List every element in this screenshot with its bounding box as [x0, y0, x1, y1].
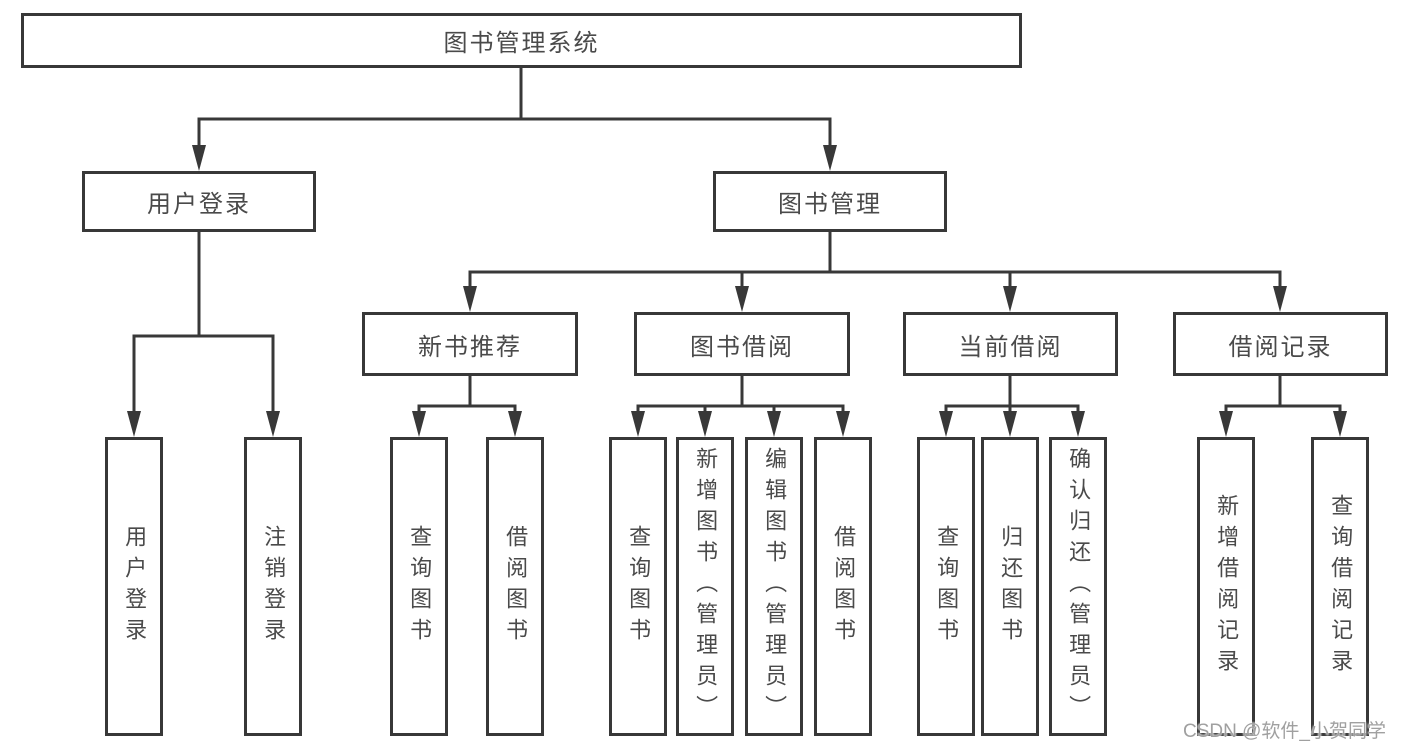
leaf-add-book-admin: 新增图书（管理员）	[676, 437, 734, 736]
node-book-borrow: 图书借阅	[634, 312, 850, 376]
node-label: 图书管理系统	[443, 30, 600, 57]
node-new-book-recommend: 新书推荐	[362, 312, 578, 376]
leaf-query-book-2: 查询图书	[609, 437, 667, 736]
leaf-borrow-book-2: 借阅图书	[814, 437, 872, 736]
node-label: 查询借阅记录	[1328, 493, 1354, 680]
leaf-query-book-1: 查询图书	[390, 437, 448, 736]
node-label: 借阅图书	[831, 524, 857, 649]
csdn-watermark: CSDN @软件_小贺同学	[1183, 721, 1386, 742]
leaf-user-login: 用户登录	[105, 437, 163, 736]
node-label: 新书推荐	[418, 333, 522, 361]
node-label: 确认归还（管理员）	[1066, 447, 1092, 726]
leaf-logout: 注销登录	[244, 437, 302, 736]
node-label: 查询图书	[407, 524, 433, 649]
node-label: 图书管理	[778, 191, 882, 218]
node-user-login: 用户登录	[82, 171, 316, 232]
leaf-borrow-book-1: 借阅图书	[486, 437, 544, 736]
node-label: 用户登录	[122, 524, 148, 649]
node-label: 用户登录	[147, 191, 251, 218]
node-label: 新增图书（管理员）	[693, 447, 719, 726]
node-label: 借阅图书	[503, 524, 529, 649]
node-label: 图书借阅	[690, 333, 794, 361]
node-book-management: 图书管理	[713, 171, 947, 232]
node-label: 借阅记录	[1228, 333, 1333, 361]
node-borrow-record: 借阅记录	[1173, 312, 1388, 376]
node-label: 新增借阅记录	[1214, 493, 1240, 680]
node-label: 注销登录	[261, 524, 287, 649]
leaf-confirm-return-admin: 确认归还（管理员）	[1049, 437, 1107, 736]
node-current-borrow: 当前借阅	[903, 312, 1118, 376]
node-label: 查询图书	[626, 524, 652, 649]
node-library-management-system: 图书管理系统	[21, 13, 1022, 68]
node-label: 归还图书	[998, 524, 1024, 649]
leaf-add-borrow-record: 新增借阅记录	[1197, 437, 1255, 736]
node-label: 查询图书	[934, 524, 960, 649]
leaf-query-book-3: 查询图书	[917, 437, 975, 736]
leaf-return-book: 归还图书	[981, 437, 1039, 736]
leaf-edit-book-admin: 编辑图书（管理员）	[745, 437, 803, 736]
leaf-query-borrow-record: 查询借阅记录	[1311, 437, 1369, 736]
node-label: 编辑图书（管理员）	[762, 447, 788, 726]
node-label: 当前借阅	[958, 333, 1063, 361]
